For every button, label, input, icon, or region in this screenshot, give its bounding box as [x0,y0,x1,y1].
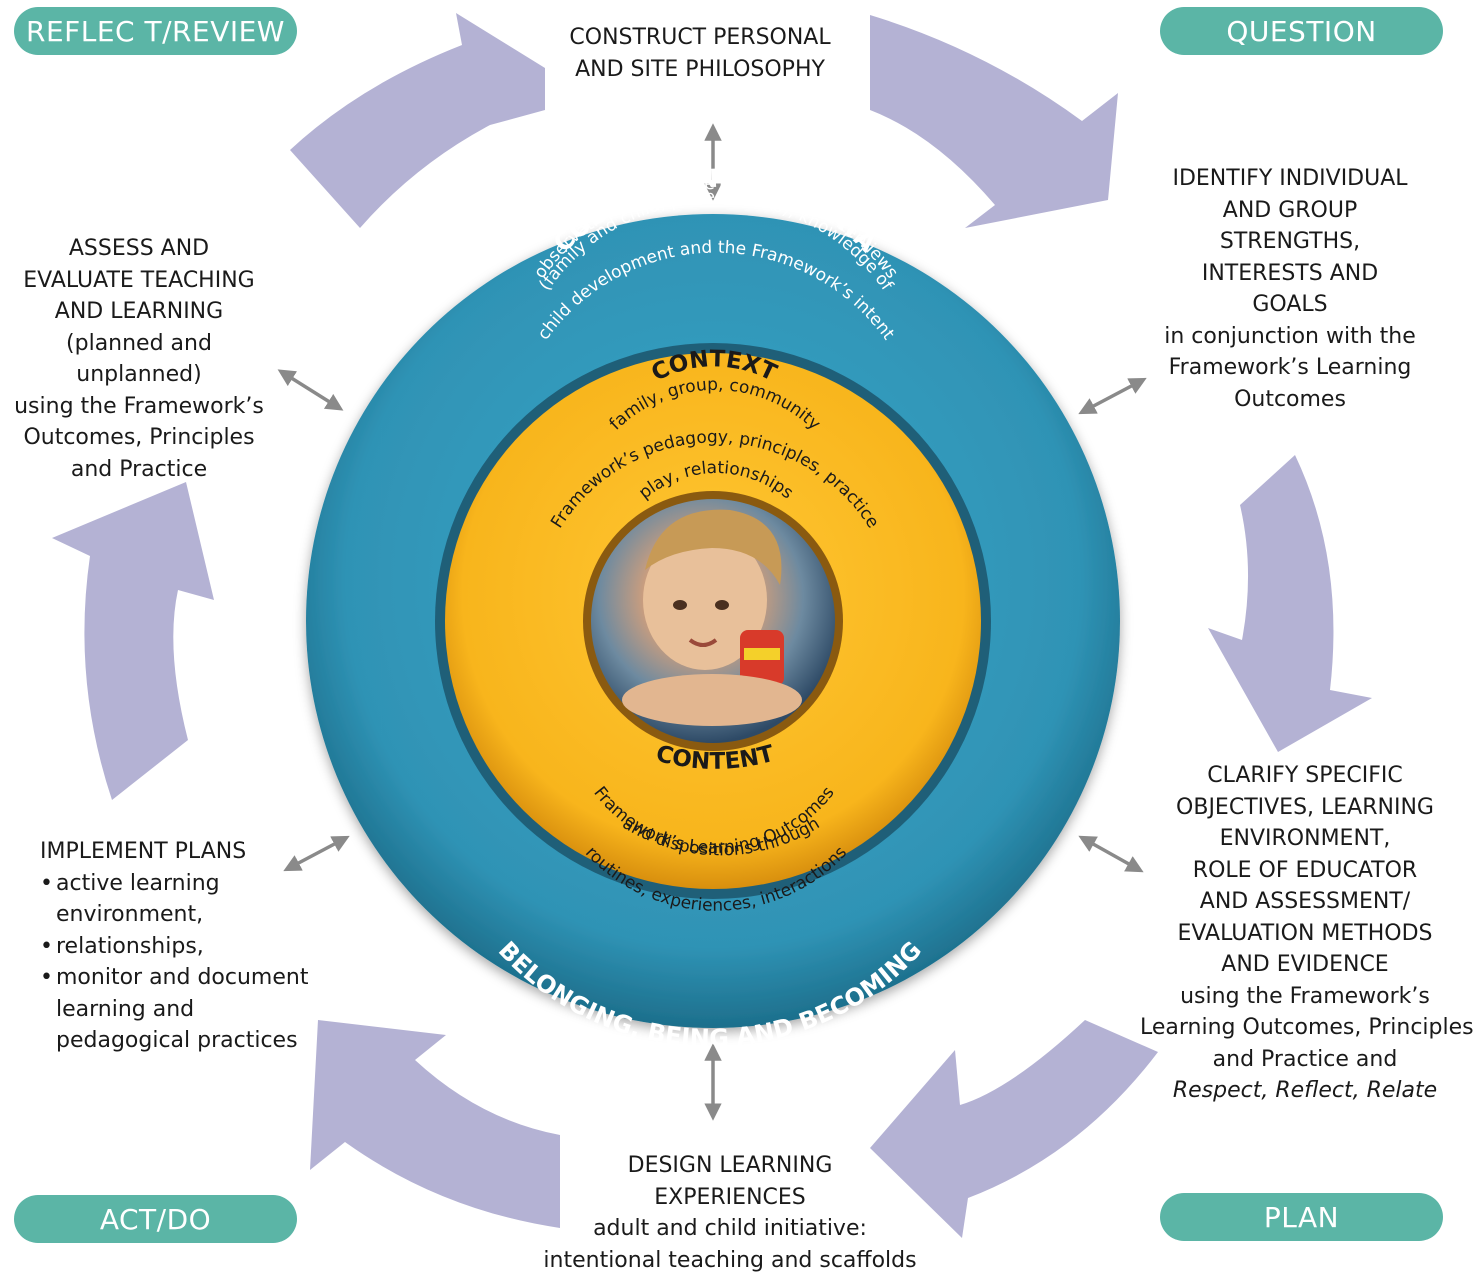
implement-bullet-3-line-3: pedagogical practices [56,1028,298,1053]
identify-sub-1: in conjunction with the [1164,323,1416,349]
implement-bullet-2: relationships, [40,931,330,963]
identify-heading-2: AND GROUP [1222,197,1358,223]
implement-heading: IMPLEMENT PLANS [40,839,247,864]
design-heading-1: DESIGN LEARNING [627,1153,833,1178]
identify-heading-3: STRENGTHS, [1219,229,1361,254]
design-heading-2: EXPERIENCES [654,1184,806,1210]
stage-plan: PLAN [1160,1193,1443,1241]
assess-sub-1: (planned and unplanned) [66,330,212,388]
implement-bullet-list: active learning environment, relationshi… [40,868,330,1057]
step-design-experiences: DESIGN LEARNING EXPERIENCES adult and ch… [540,1150,920,1276]
implement-bullet-1-line-1: active learning [56,870,220,896]
clarify-heading-6: EVALUATION METHODS [1177,920,1433,946]
cycle-arrow-top-right [870,15,1118,228]
step-implement-plans: IMPLEMENT PLANS active learning environm… [40,836,330,1057]
clarify-heading-5: AND ASSESSMENT/ [1199,889,1411,914]
clarify-heading-1: CLARIFY SPECIFIC [1207,763,1403,788]
connector-lower-left [283,835,350,872]
clarify-sub-3: and Practice and [1212,1046,1398,1072]
identify-sub-2: Framework’s Learning [1168,355,1412,380]
implement-bullet-2-line-1: relationships, [56,933,204,959]
philosophy-heading-2: AND SITE PHILOSOPHY [575,56,825,82]
assess-sub-3: Outcomes, Principles [23,425,255,450]
assess-heading-1: ASSESS AND [68,236,210,261]
assess-heading-2: EVALUATE TEACHING [23,267,255,293]
connector-upper-left [277,369,344,411]
identify-heading-4: INTERESTS AND [1201,260,1379,286]
implement-bullet-3-line-2: learning and [56,996,195,1022]
clarify-italic: Respect, Reflect, Relate [1172,1078,1438,1103]
cycle-arrow-right [1208,455,1372,752]
child-photo [591,499,835,743]
identify-sub-3: Outcomes [1234,386,1346,412]
stage-reflect-review: REFLEC T/REVIEW [14,7,297,55]
cycle-arrow-bottom-right [870,1020,1158,1238]
implement-bullet-3-line-1: monitor and document [56,965,309,990]
stage-act-do: ACT/DO [14,1195,297,1243]
clarify-heading-3: ENVIRONMENT, [1219,826,1391,851]
connector-upper-right [1078,377,1147,415]
stage-question: QUESTION [1160,7,1443,55]
step-clarify-objectives: CLARIFY SPECIFIC OBJECTIVES, LEARNING EN… [1140,760,1474,1107]
connector-lower-right [1078,835,1144,873]
cycle-arrow-bottom-left [310,1020,560,1228]
philosophy-heading-1: CONSTRUCT PERSONAL [569,25,831,50]
identify-heading-5: GOALS [1252,292,1328,317]
step-construct-philosophy: CONSTRUCT PERSONAL AND SITE PHILOSOPHY [520,22,880,85]
step-assess-evaluate: ASSESS AND EVALUATE TEACHING AND LEARNIN… [0,233,278,485]
design-sub-2: intentional teaching and scaffolds [543,1247,917,1273]
clarify-heading-4: ROLE OF EDUCATOR [1192,857,1418,883]
assess-sub-4: and Practice [70,456,208,482]
implement-bullet-3: monitor and document learning and pedago… [40,962,330,1057]
step-identify-strengths: IDENTIFY INDIVIDUAL AND GROUP STRENGTHS,… [1120,163,1460,415]
cycle-arrow-top-left [290,13,545,228]
cycle-arrows [52,13,1372,1238]
assess-heading-3: AND LEARNING [54,299,224,324]
cycle-arrow-left [52,482,214,800]
implement-bullet-1-line-2: environment, [56,902,204,927]
connector-arrows [277,123,1147,1121]
design-sub-1: adult and child initiative: [593,1216,867,1241]
identify-heading-1: IDENTIFY INDIVIDUAL [1172,166,1408,191]
clarify-heading-2: OBJECTIVES, LEARNING [1176,794,1434,820]
assess-sub-2: using the Framework’s [14,393,264,419]
implement-bullet-1: active learning environment, [40,868,330,931]
clarify-sub-1: using the Framework’s [1180,983,1430,1009]
clarify-heading-7: AND EVIDENCE [1221,952,1389,977]
clarify-sub-2: Learning Outcomes, Principles [1140,1015,1474,1040]
